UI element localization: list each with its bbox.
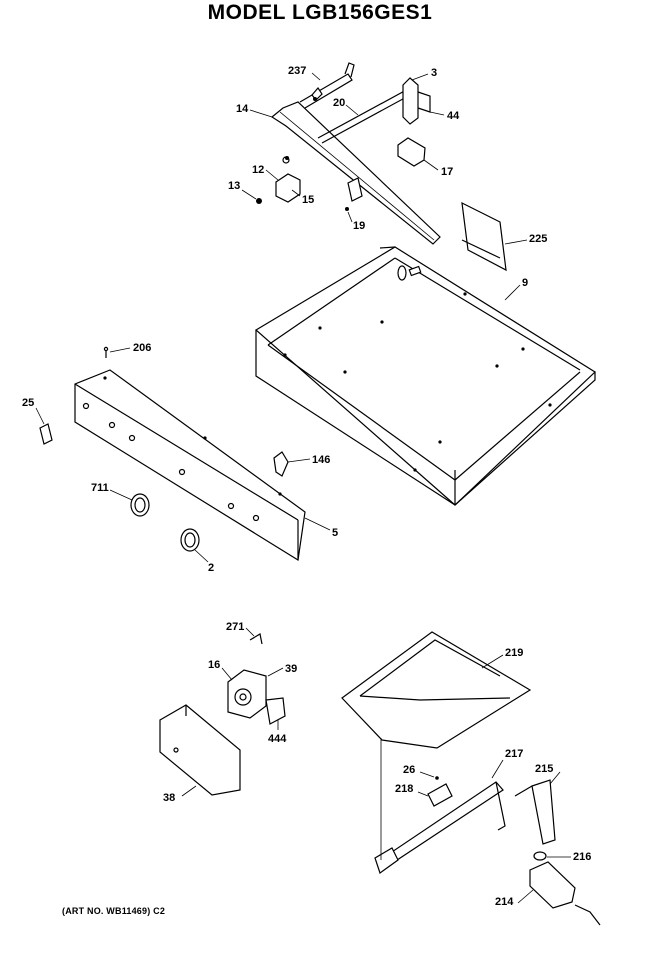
svg-text:444: 444 [268,733,287,745]
svg-text:12: 12 [252,164,264,176]
callout-711: 711 [91,482,133,501]
callout-215: 215 [535,763,561,785]
page-title: MODEL LGB156GES1 [207,1,433,24]
svg-text:20: 20 [333,97,345,109]
svg-text:146: 146 [312,454,330,466]
svg-text:15: 15 [302,194,314,206]
gas-manifold-assembly [256,62,441,245]
svg-text:225: 225 [529,233,547,245]
callout-2: 2 [194,549,214,574]
svg-text:215: 215 [535,763,553,775]
svg-text:39: 39 [285,663,297,675]
callout-39: 39 [267,663,297,677]
svg-text:216: 216 [573,851,591,863]
svg-text:5: 5 [332,527,338,539]
callout-20: 20 [333,97,359,116]
svg-text:25: 25 [22,397,34,409]
svg-text:214: 214 [495,896,514,908]
callout-217: 217 [491,748,523,779]
art-number-note: (ART NO. WB11469) C2 [62,906,166,916]
callout-16: 16 [208,659,233,681]
svg-text:237: 237 [288,65,306,77]
callout-38: 38 [163,785,197,804]
regulator-assembly [159,633,286,796]
callout-25: 25 [22,397,45,425]
callout-271: 271 [226,621,255,637]
svg-text:17: 17 [441,166,453,178]
callout-15: 15 [291,189,314,206]
svg-text:44: 44 [447,110,460,122]
svg-text:38: 38 [163,792,175,804]
svg-text:3: 3 [431,67,437,79]
callout-13: 13 [228,180,257,200]
callout-5: 5 [304,517,338,539]
svg-text:271: 271 [226,621,244,633]
callout-214: 214 [495,889,534,908]
svg-text:217: 217 [505,748,523,760]
svg-text:2: 2 [208,562,214,574]
svg-text:206: 206 [133,342,151,354]
callout-9: 9 [504,277,528,301]
callout-237: 237 [288,65,321,81]
callout-218: 218 [395,783,429,797]
burner-box-9 [254,246,596,506]
svg-text:16: 16 [208,659,220,671]
callout-3: 3 [411,67,437,81]
callout-206: 206 [109,342,151,354]
callout-146: 146 [287,454,330,466]
svg-text:9: 9 [522,277,528,289]
callout-14: 14 [236,103,273,118]
svg-text:26: 26 [403,764,415,776]
svg-text:14: 14 [236,103,249,115]
control-panel-5 [39,346,306,561]
svg-text:218: 218 [395,783,413,795]
svg-text:13: 13 [228,180,240,192]
broiler-assembly [341,631,601,926]
callout-219: 219 [481,647,523,669]
callout-17: 17 [423,159,453,178]
callout-216: 216 [547,851,591,863]
svg-text:219: 219 [505,647,523,659]
callout-26: 26 [403,764,435,778]
svg-text:711: 711 [91,482,109,494]
svg-text:19: 19 [353,220,365,232]
callout-12: 12 [252,164,279,181]
callouts: 237 3 20 14 44 12 [22,65,591,908]
bracket-225 [461,201,507,272]
callout-44: 44 [429,110,460,122]
callout-225: 225 [504,233,547,245]
callout-444: 444 [268,720,287,745]
callout-19: 19 [347,211,365,232]
